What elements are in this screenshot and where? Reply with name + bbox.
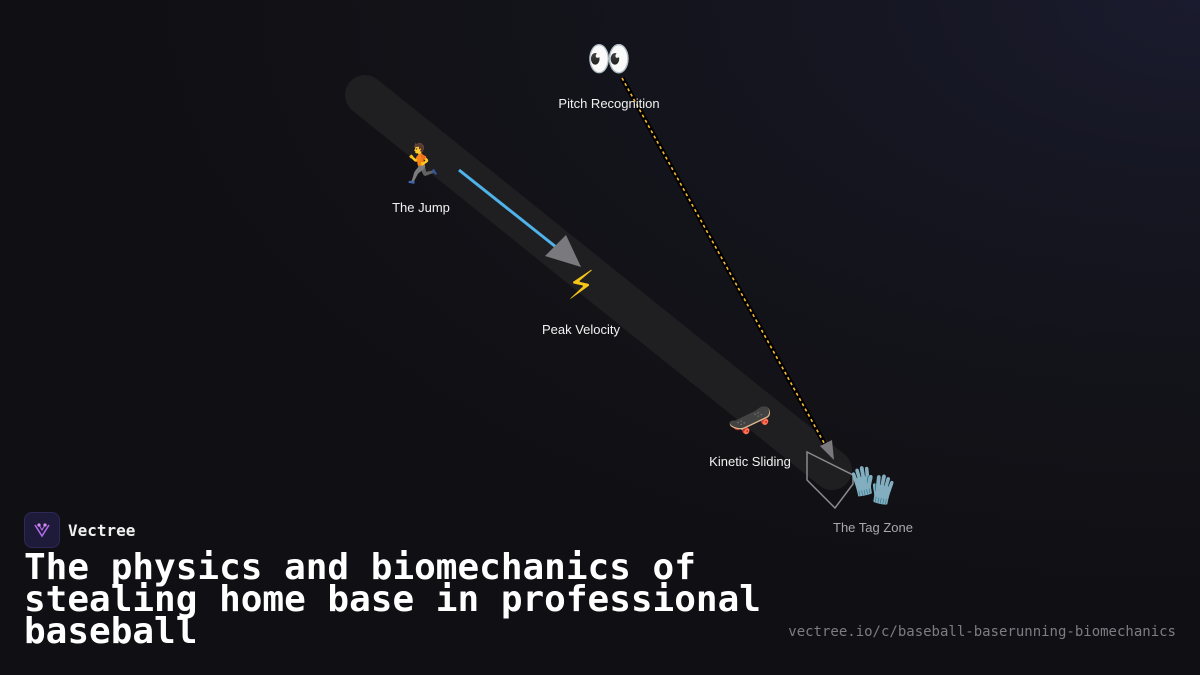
glove-icon: 🧤 [849,463,897,507]
brand: Vectree [24,512,135,548]
peak-velocity-label: Peak Velocity [541,322,621,337]
pitch-trajectory-line [621,77,829,451]
eyes-icon: 👀 [586,39,632,80]
page-title: The physics and biomechanics of stealing… [24,547,761,652]
motion-arrowhead [545,235,581,267]
source-url[interactable]: vectree.io/c/baseball-baserunning-biomec… [788,624,1176,640]
vectree-logo-icon [24,512,60,548]
pitch-recognition-label: Pitch Recognition [558,96,660,111]
home-plate [806,450,854,510]
skateboard-icon: 🛹 [727,399,773,440]
brand-name: Vectree [68,520,136,540]
lightning-icon: ⚡ [566,263,596,309]
the-jump-label: The Jump [392,200,450,215]
kinetic-sliding-label: Kinetic Sliding [709,454,791,469]
motion-arrow-line [458,168,557,249]
pitch-arrowhead [820,440,834,460]
baseline-path [345,75,852,490]
runner-icon: 🏃 [397,142,445,186]
tag-zone-label: The Tag Zone [833,520,913,535]
